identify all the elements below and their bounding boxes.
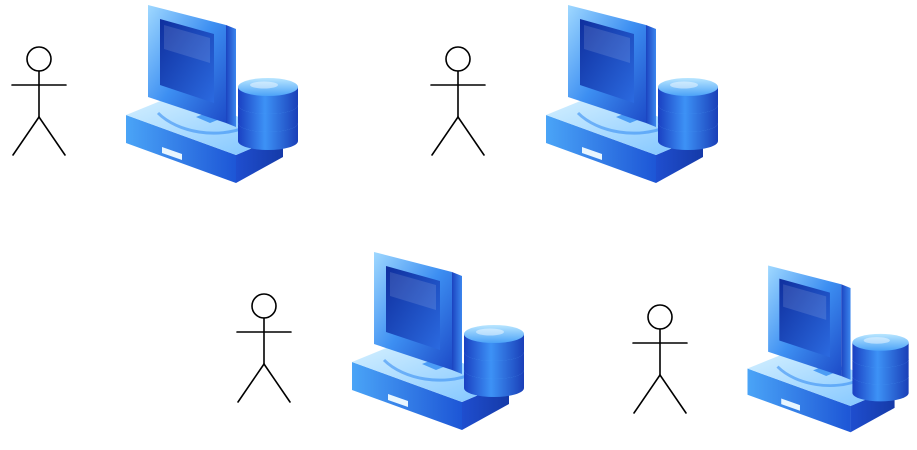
actor-workstation-group-2 [420, 0, 740, 200]
computer-database-icon [538, 5, 728, 195]
stick-figure-icon [428, 45, 488, 160]
stick-figure-icon [630, 303, 690, 418]
stick-figure-icon [234, 292, 294, 407]
actor-workstation-group-4 [622, 258, 917, 450]
computer-database-icon [118, 5, 308, 195]
stick-figure-icon [9, 45, 69, 160]
actor-workstation-group-1 [0, 0, 320, 200]
computer-database-icon [740, 262, 917, 450]
computer-database-icon [344, 252, 534, 442]
actor-workstation-group-3 [226, 250, 546, 450]
